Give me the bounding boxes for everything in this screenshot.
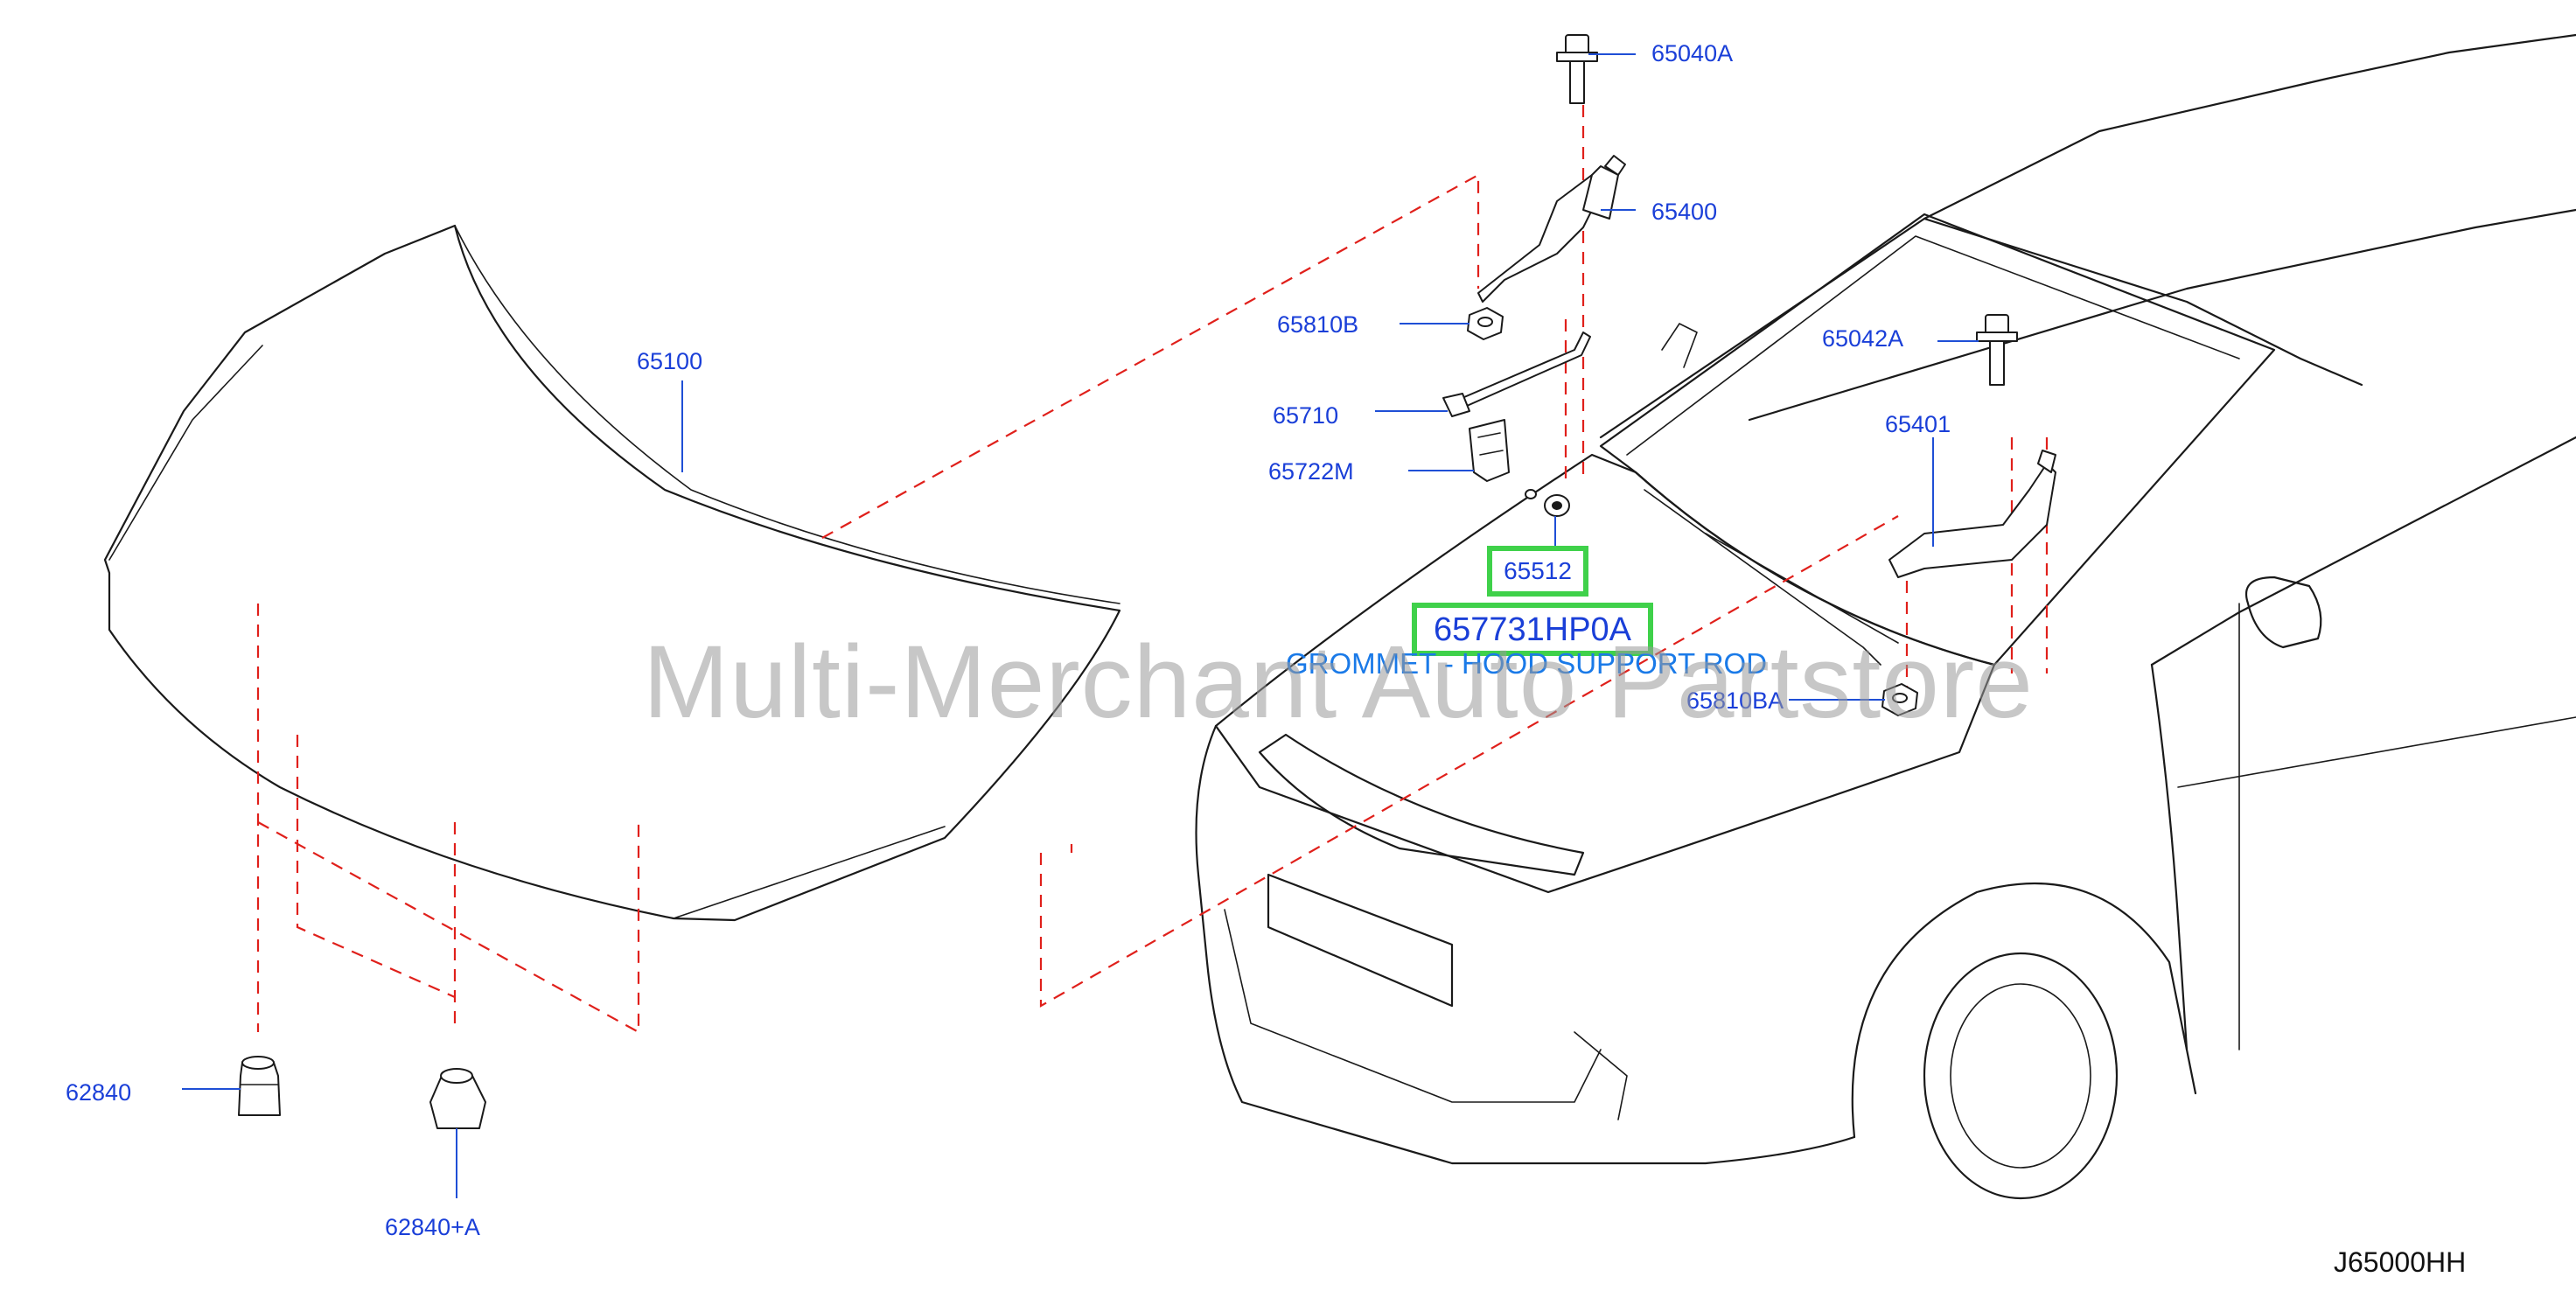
label-62840[interactable]: 62840	[66, 1079, 132, 1106]
hinge-65400	[1477, 155, 1626, 303]
label-65810b[interactable]: 65810B	[1277, 311, 1359, 338]
bumper-stop-62840	[238, 1056, 281, 1116]
label-62840a[interactable]: 62840+A	[385, 1214, 480, 1240]
hinge-65401	[1888, 450, 2056, 578]
bolt-65042a	[1976, 314, 2018, 386]
grommet-65512	[1525, 489, 1570, 517]
rod-65710	[1442, 331, 1591, 417]
diagram-code: J65000HH	[2334, 1246, 2467, 1278]
highlighted-part-label[interactable]: 65512	[1487, 546, 1588, 597]
leader-lines	[182, 53, 1979, 1198]
bolt-65040a	[1556, 34, 1598, 104]
bumper-stop-62840a	[429, 1068, 486, 1129]
part-description: GROMMET - HOOD SUPPORT ROD	[1286, 647, 1768, 680]
hood-panel	[103, 224, 1121, 922]
nut-65810b	[1467, 307, 1504, 340]
highlighted-part-number[interactable]: 657731HP0A	[1412, 603, 1653, 656]
label-65722m[interactable]: 65722M	[1268, 458, 1354, 485]
clip-65722m	[1469, 419, 1510, 482]
label-65401[interactable]: 65401	[1885, 411, 1951, 437]
label-65810ba[interactable]: 65810BA	[1686, 687, 1784, 714]
label-65100[interactable]: 65100	[637, 348, 703, 374]
label-65042a[interactable]: 65042A	[1822, 325, 1904, 352]
label-65710[interactable]: 65710	[1273, 402, 1339, 429]
dashed-guides	[256, 105, 2049, 1034]
label-65400[interactable]: 65400	[1651, 199, 1718, 225]
watermark: Multi-Merchant Auto Partstore	[643, 625, 2034, 740]
label-65040a[interactable]: 65040A	[1651, 40, 1734, 66]
nut-65810ba	[1881, 683, 1918, 716]
car-body	[1195, 33, 2576, 1200]
